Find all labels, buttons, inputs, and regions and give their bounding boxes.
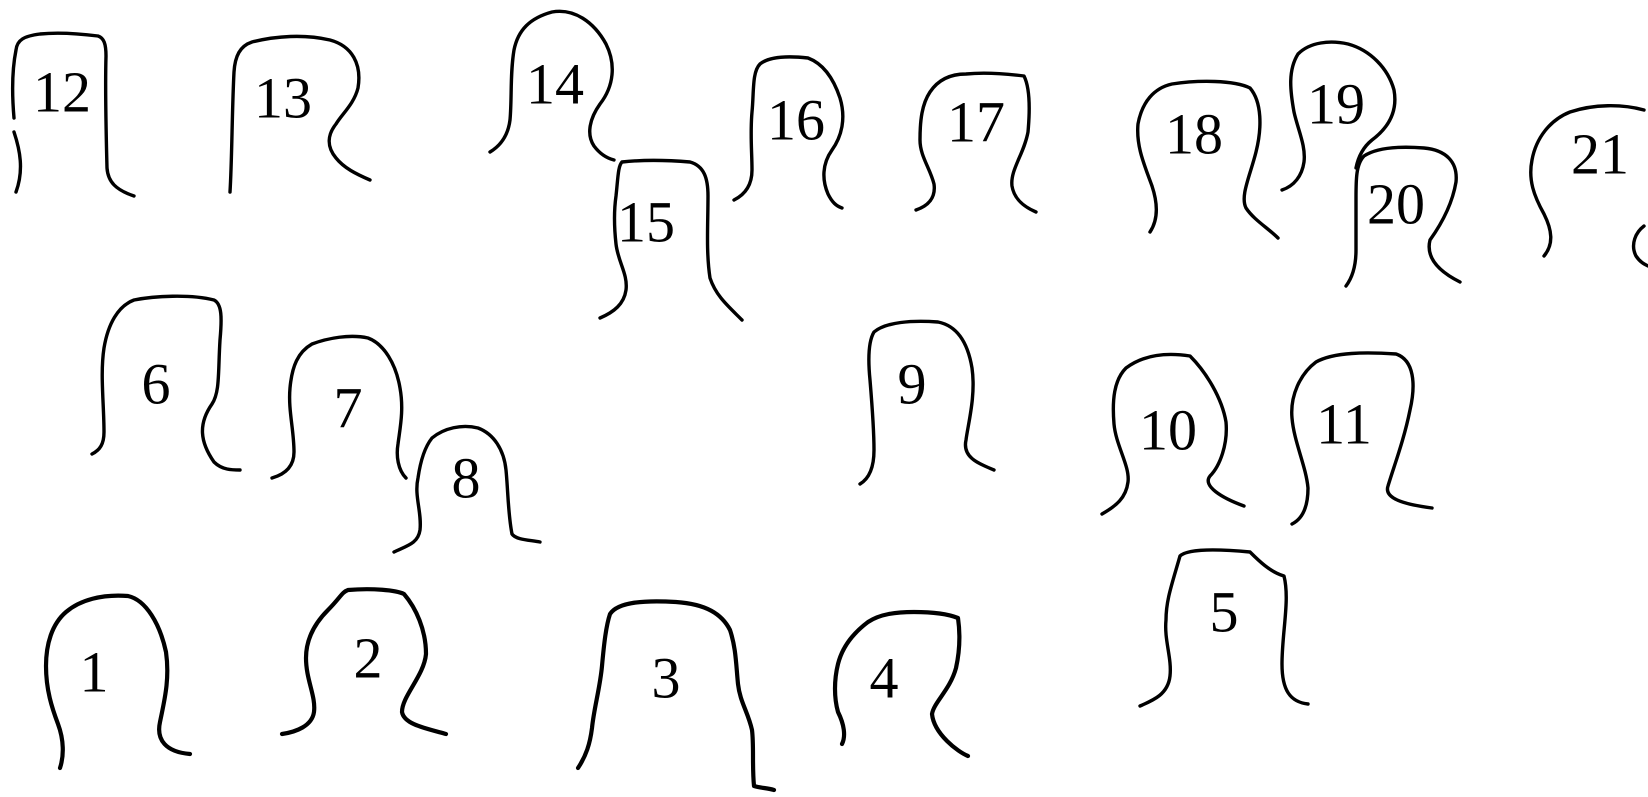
head-8: 8 xyxy=(394,426,540,552)
head-17: 17 xyxy=(916,73,1036,212)
head-label: 8 xyxy=(452,445,481,510)
head-21: 21 xyxy=(1531,106,1648,266)
head-12: 12 xyxy=(13,33,134,196)
head-label: 14 xyxy=(526,51,584,116)
head-20: 20 xyxy=(1346,147,1460,286)
head-2: 2 xyxy=(282,589,446,734)
head-label: 15 xyxy=(617,189,675,254)
head-5: 5 xyxy=(1140,550,1308,706)
head-label: 20 xyxy=(1367,171,1425,236)
head-4: 4 xyxy=(835,612,968,756)
head-label: 4 xyxy=(870,645,899,710)
head-label: 13 xyxy=(254,65,312,130)
head-label: 17 xyxy=(947,89,1005,154)
head-label: 11 xyxy=(1316,391,1372,456)
head-label: 16 xyxy=(767,87,825,152)
head-label: 6 xyxy=(142,351,171,416)
head-15: 15 xyxy=(600,161,742,321)
head-label: 3 xyxy=(652,645,681,710)
head-label: 7 xyxy=(334,375,363,440)
head-label: 1 xyxy=(80,639,109,704)
head-16: 16 xyxy=(734,57,843,208)
head-19: 19 xyxy=(1282,42,1395,190)
head-9: 9 xyxy=(860,321,994,484)
head-10: 10 xyxy=(1102,355,1244,515)
head-label: 10 xyxy=(1139,397,1197,462)
head-label: 21 xyxy=(1571,121,1629,186)
head-label: 5 xyxy=(1210,579,1239,644)
head-label: 9 xyxy=(898,351,927,416)
head-label: 12 xyxy=(33,59,91,124)
head-18: 18 xyxy=(1138,81,1278,238)
head-11: 11 xyxy=(1292,353,1432,524)
head-6: 6 xyxy=(92,296,240,470)
head-14: 14 xyxy=(490,11,614,160)
head-3: 3 xyxy=(578,601,774,790)
head-7: 7 xyxy=(272,336,406,478)
head-13: 13 xyxy=(230,36,370,192)
head-label: 19 xyxy=(1307,71,1365,136)
head-label: 2 xyxy=(354,625,383,690)
head-label: 18 xyxy=(1165,101,1223,166)
head-1: 1 xyxy=(46,596,190,768)
